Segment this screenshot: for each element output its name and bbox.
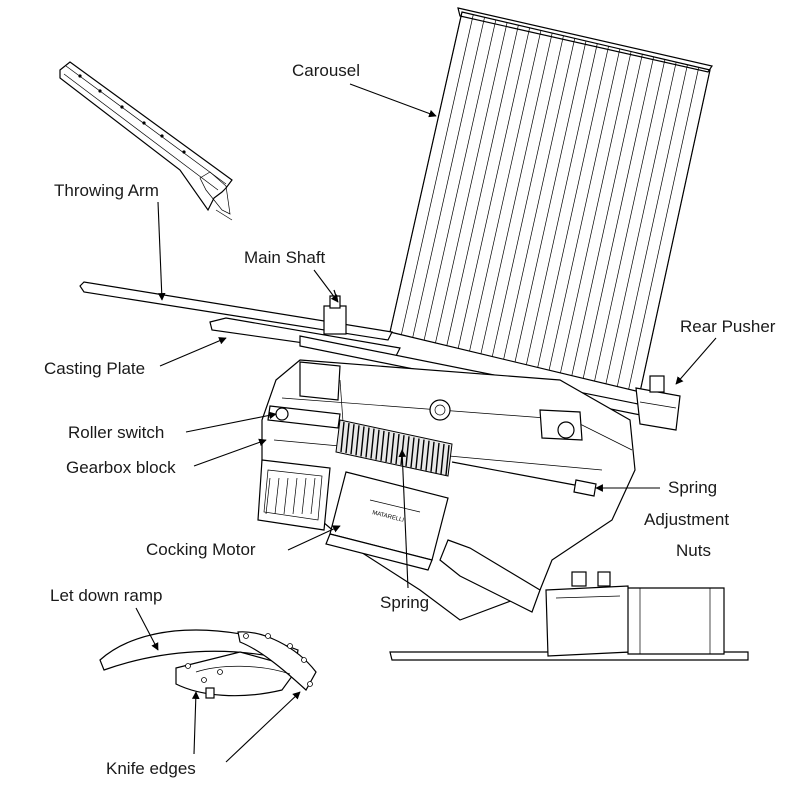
labels: Carousel Throwing Arm Main Shaft Rear Pu…: [44, 61, 776, 778]
carousel-tube-line: [514, 40, 587, 363]
label-spring-adjustment-2: Adjustment: [644, 510, 729, 529]
leader-lines: [135, 83, 717, 763]
carousel-tube-line: [526, 43, 598, 365]
leader-carousel: [349, 83, 437, 118]
carousel-tube-line: [401, 14, 474, 335]
leader-spring: [398, 449, 409, 589]
leader-cocking-motor: [287, 525, 341, 551]
leader-knife-edges-2: [225, 691, 301, 763]
label-spring: Spring: [380, 593, 429, 612]
gearbox-rib: [292, 477, 298, 515]
label-rear-pusher: Rear Pusher: [680, 317, 776, 336]
main-shaft: [323, 289, 347, 335]
leader-main-shaft: [313, 269, 339, 303]
gearbox-rib: [301, 477, 307, 515]
label-main-shaft: Main Shaft: [244, 248, 326, 267]
carousel-tube-line: [605, 62, 677, 384]
spring-coil-turn: [415, 438, 420, 469]
spring-coil-turn: [370, 428, 375, 459]
carousel-tube-line: [491, 35, 564, 357]
spring-coil-turn: [410, 437, 415, 468]
carousel-tube-line: [412, 17, 485, 338]
label-spring-adjustment-1: Spring: [668, 478, 717, 497]
spring-coil-turn: [365, 427, 370, 458]
base-plate: [389, 571, 749, 661]
spring-coil-turn: [425, 440, 430, 471]
spring-coil-turn: [405, 436, 410, 467]
carousel-tube-line: [628, 67, 700, 390]
leader-roller-switch: [185, 411, 277, 433]
carousel-tube-line: [469, 30, 542, 352]
carousel-tube-line: [446, 25, 519, 346]
label-spring-adjustment-3: Nuts: [676, 541, 711, 560]
gearbox-rib: [265, 477, 271, 515]
label-roller-switch: Roller switch: [68, 423, 164, 442]
label-cocking-motor: Cocking Motor: [146, 540, 256, 559]
gearbox-rib: [283, 477, 289, 515]
carousel-tube-line: [480, 33, 553, 354]
gearbox-block: [257, 459, 331, 531]
carousel-tube-line: [616, 64, 688, 387]
spring-coil-turn: [355, 425, 360, 456]
spring-coil-turn: [430, 441, 435, 472]
label-gearbox-block: Gearbox block: [66, 458, 176, 477]
rear-pusher: [635, 375, 681, 431]
label-carousel: Carousel: [292, 61, 360, 80]
spring-coil-turn: [340, 421, 345, 453]
spring-coil-turn: [345, 423, 350, 454]
leader-knife-edges-1: [191, 691, 200, 755]
spring-coil-turn: [375, 429, 380, 460]
carousel-tube-line: [423, 19, 497, 341]
spring-coil-turn: [390, 432, 395, 464]
cocking-motor: MATARELLI: [325, 471, 541, 613]
spring-coil-turn: [440, 443, 445, 475]
spring-coil-turn: [395, 434, 400, 465]
leader-gearbox-block: [193, 438, 267, 467]
carousel-tube-line: [435, 22, 508, 343]
spring-coil-turn: [360, 426, 365, 457]
carousel-tube-line: [503, 38, 576, 360]
gearbox-rib: [310, 477, 316, 515]
carousel-tube-line: [594, 59, 666, 382]
carousel-tube-line: [389, 11, 463, 333]
label-knife-edges: Knife edges: [106, 759, 196, 778]
label-casting-plate: Casting Plate: [44, 359, 145, 378]
carousel-tube-line: [548, 48, 621, 371]
carousel-tube-line: [582, 56, 654, 379]
spring-coil-turn: [420, 439, 425, 470]
carousel-tube-line: [457, 27, 530, 349]
spring-coil-turn: [380, 430, 385, 461]
carousel-tube-line: [537, 46, 609, 368]
leader-throwing-arm: [157, 201, 166, 301]
spring-coil-turn: [435, 442, 440, 473]
leader-rear-pusher: [675, 337, 717, 385]
carousel-drum: [389, 7, 713, 393]
throwing-arm-detail: [59, 61, 233, 221]
carousel-tube-line: [639, 69, 711, 393]
leader-let-down-ramp: [135, 607, 159, 651]
gearbox-rib: [274, 477, 280, 515]
let-down-ramp-detail: [99, 629, 317, 699]
label-let-down-ramp: Let down ramp: [50, 586, 162, 605]
leader-casting-plate: [159, 337, 227, 367]
carousel-tube-line: [571, 54, 643, 376]
spring-coil-turn: [445, 445, 450, 476]
spring-coil-turn: [385, 431, 390, 462]
spring-coil: [335, 419, 597, 497]
spring-coil-turn: [350, 424, 355, 455]
carousel-tube-line: [560, 51, 632, 373]
label-throwing-arm: Throwing Arm: [54, 181, 159, 200]
